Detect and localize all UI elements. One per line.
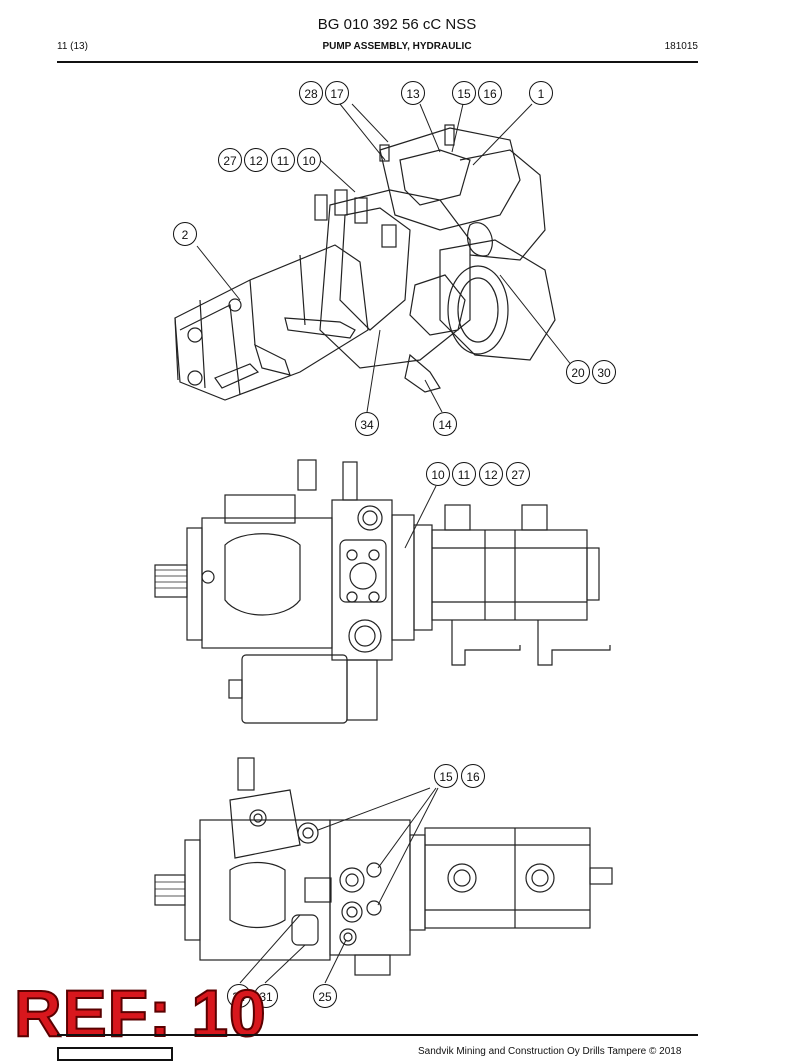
- callout-16: 16: [461, 764, 485, 788]
- callout-31: 31: [254, 984, 278, 1008]
- callout-11: 11: [452, 462, 476, 486]
- ref-watermark: REF: 10: [13, 976, 267, 1050]
- callout-10: 10: [297, 148, 321, 172]
- callout-27: 27: [218, 148, 242, 172]
- page-number: 11 (13): [57, 41, 88, 52]
- callout-20: 20: [566, 360, 590, 384]
- callout-12: 12: [479, 462, 503, 486]
- callout-14: 14: [433, 412, 457, 436]
- side-view-drawing: [154, 459, 611, 724]
- date-code: 181015: [664, 41, 698, 52]
- callout-15: 15: [434, 764, 458, 788]
- callout-15: 15: [452, 81, 476, 105]
- callout-11: 11: [271, 148, 295, 172]
- callout-25: 25: [313, 984, 337, 1008]
- document-code: BG 010 392 56 cC NSS: [317, 16, 477, 33]
- iso-view-drawing: [174, 103, 577, 413]
- callout-17: 17: [325, 81, 349, 105]
- callout-2: 2: [173, 222, 197, 246]
- callout-27: 27: [506, 462, 530, 486]
- header-rule: [57, 61, 698, 63]
- callout-28: 28: [299, 81, 323, 105]
- callout-34: 34: [227, 984, 251, 1008]
- callout-30: 30: [592, 360, 616, 384]
- callout-13: 13: [401, 81, 425, 105]
- footer-copyright: Sandvik Mining and Construction Oy Drill…: [418, 1046, 682, 1057]
- callout-1: 1: [529, 81, 553, 105]
- footer-rule: [57, 1034, 698, 1036]
- section-title: PUMP ASSEMBLY, HYDRAULIC: [322, 41, 472, 52]
- callout-16: 16: [478, 81, 502, 105]
- bottom-view-drawing: [154, 757, 613, 984]
- callout-10: 10: [426, 462, 450, 486]
- callout-12: 12: [244, 148, 268, 172]
- brand-logo: [57, 1047, 173, 1061]
- callout-34: 34: [355, 412, 379, 436]
